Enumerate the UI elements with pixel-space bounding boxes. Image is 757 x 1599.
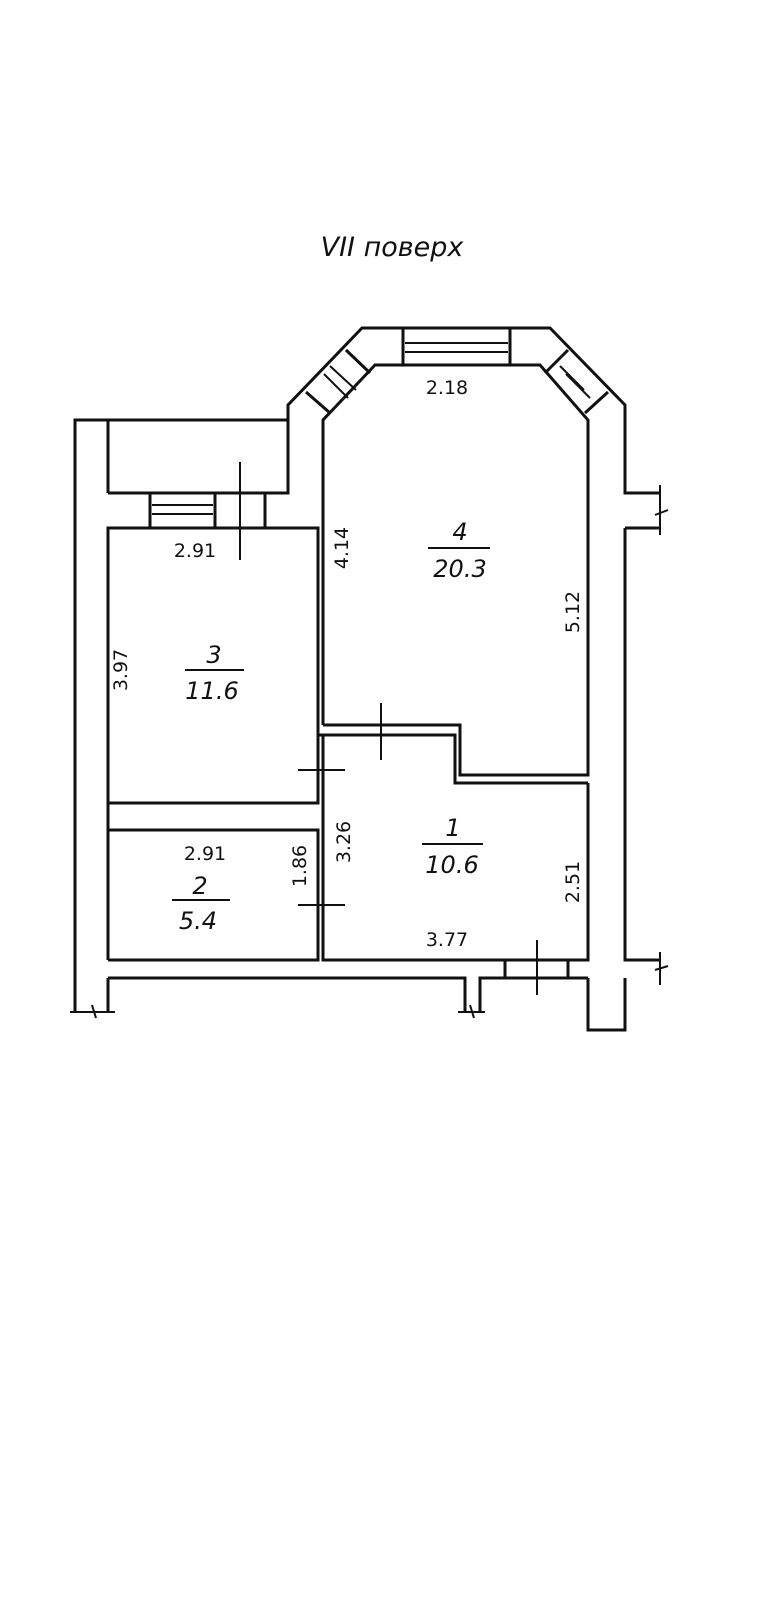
room-1-dim-bottom: 3.77: [426, 929, 468, 951]
walls: [70, 326, 669, 1032]
room-1-dim-left: 3.26: [333, 821, 355, 863]
room-1-number: 1: [445, 814, 460, 842]
floor-title: VII поверх: [321, 232, 465, 263]
room-4: 2.18 4.14 5.12 4 20.3: [331, 377, 584, 633]
room-1-dim-right: 2.51: [562, 861, 584, 903]
room-4-dim-left: 4.14: [331, 527, 353, 569]
room-2-area: 5.4: [179, 907, 217, 935]
room-3: 2.91 3.97 3 11.6: [110, 540, 244, 705]
room-2-number: 2: [192, 872, 207, 900]
room-2: 2.91 1.86 2 5.4: [172, 843, 311, 935]
room-4-dim-right: 5.12: [562, 591, 584, 633]
room-4-dim-top: 2.18: [426, 377, 468, 399]
room-3-area: 11.6: [185, 677, 238, 705]
room-2-dim-top: 2.91: [184, 843, 226, 865]
room-3-number: 3: [206, 641, 221, 669]
room-2-dim-right: 1.86: [289, 845, 311, 887]
room-3-dim-top: 2.91: [174, 540, 216, 562]
room-1: 3.26 2.51 3.77 1 10.6: [333, 814, 584, 951]
room-4-area: 20.3: [433, 555, 486, 583]
room-1-area: 10.6: [425, 851, 478, 879]
room-4-number: 4: [452, 518, 467, 546]
room-3-dim-left: 3.97: [110, 649, 132, 691]
